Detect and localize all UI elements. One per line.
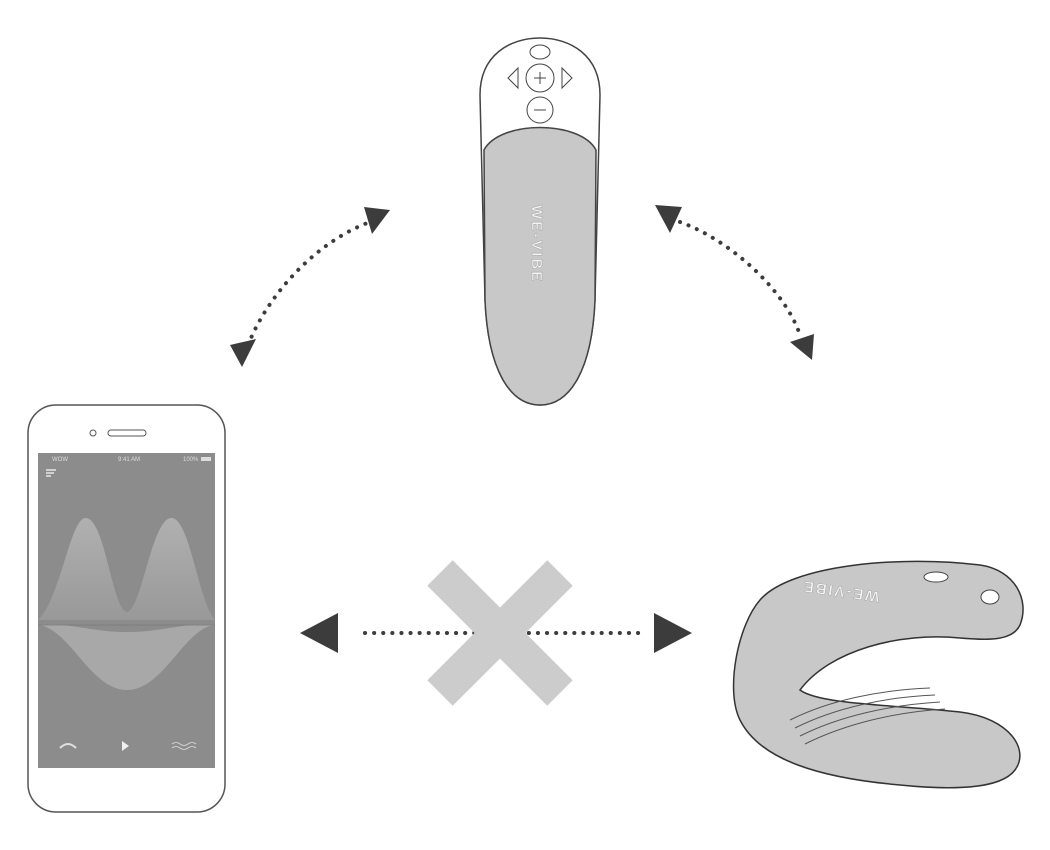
arrowhead-icon <box>364 207 390 234</box>
battery-icon <box>201 457 211 461</box>
play-icon[interactable] <box>122 741 129 751</box>
couples-vibrator: WE-VIBE <box>732 560 1024 789</box>
device-button <box>980 589 1000 605</box>
smartphone: WOW 9:41 AM 100% <box>27 404 226 813</box>
speaker-grille <box>107 429 147 437</box>
remote-control: WE-VIBE <box>479 37 601 406</box>
power-button[interactable] <box>529 44 551 60</box>
arrow-phone-remote <box>230 207 390 367</box>
remote-brand-logo: WE-VIBE <box>528 205 545 283</box>
menu-icon[interactable] <box>46 469 56 477</box>
vibration-wave-lower <box>38 624 215 690</box>
plus-icon <box>534 72 546 84</box>
arrowhead-icon <box>654 613 692 653</box>
status-time: 9:41 AM <box>118 457 140 463</box>
arrowhead-icon <box>790 334 814 360</box>
device-tab-icon[interactable] <box>59 743 77 749</box>
arrow-phone-device-blocked <box>300 560 692 706</box>
no-connection-x-icon <box>427 560 573 706</box>
arrowhead-icon <box>655 205 682 233</box>
next-button[interactable] <box>561 66 573 90</box>
vibration-wave-upper <box>38 517 215 620</box>
camera-icon <box>89 429 97 437</box>
device-ridges <box>789 687 946 745</box>
waves-icon[interactable] <box>171 742 197 750</box>
device-button <box>923 571 949 583</box>
arrowhead-icon <box>300 613 338 653</box>
arrow-remote-device <box>655 205 814 360</box>
arrowhead-icon <box>230 339 256 367</box>
status-carrier: WOW <box>52 457 68 463</box>
status-battery: 100% <box>183 457 199 463</box>
previous-button[interactable] <box>507 66 519 90</box>
